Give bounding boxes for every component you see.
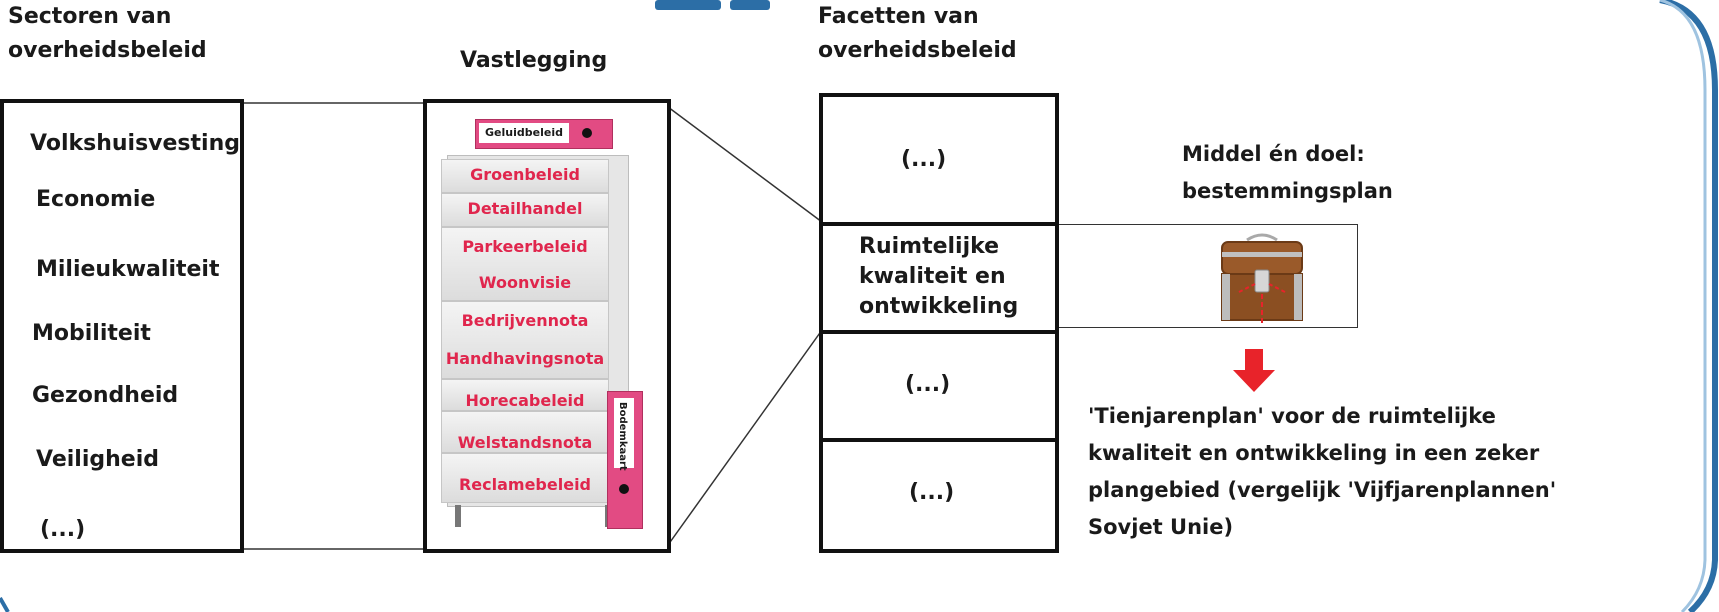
treasure-chest-icon — [1221, 233, 1303, 326]
description-line: 'Tienjarenplan' voor de ruimtelijke — [1088, 404, 1496, 428]
facetten-heading: Facetten van overheidsbeleid — [818, 0, 1017, 68]
facetten-heading-line1: Facetten van — [818, 4, 979, 29]
tienjarenplan-description: 'Tienjarenplan' voor de ruimtelijke kwal… — [1088, 398, 1556, 546]
middel-text: Middel én doel: bestemmingsplan — [1182, 136, 1393, 210]
description-line: plangebied (vergelijk 'Vijfjarenplannen' — [1088, 478, 1557, 502]
facet-line: Ruimtelijke — [859, 234, 1000, 259]
cabinet-label: Groenbeleid — [470, 165, 580, 184]
sectors-box: Volkshuisvesting Economie Milieukwalitei… — [0, 99, 244, 553]
cabinet-label: Parkeerbeleid — [462, 237, 588, 256]
cabinet-label: Detailhandel — [467, 199, 583, 218]
binder-top-label: Geluidbeleid — [479, 123, 569, 143]
facet-text: (...) — [901, 147, 947, 172]
vastlegging-heading: Vastlegging — [460, 48, 608, 73]
sectoren-heading-line2: overheidsbeleid — [8, 38, 207, 63]
description-line: kwaliteit en ontwikkeling in een zeker — [1088, 441, 1540, 465]
sector-item: Veiligheid — [36, 447, 159, 472]
facet-cell-4: (...) — [819, 438, 1059, 553]
cabinet-label: Welstandsnota — [457, 433, 593, 452]
cabinet-leg — [455, 505, 461, 527]
sector-item: Milieukwaliteit — [36, 257, 220, 282]
drawer — [441, 301, 609, 379]
facet-text: (...) — [905, 372, 951, 397]
facet-text: (...) — [909, 480, 955, 505]
middel-line: Middel én doel: — [1182, 142, 1365, 166]
facetten-heading-line2: overheidsbeleid — [818, 38, 1017, 63]
cabinet-label: Reclamebeleid — [458, 475, 592, 494]
description-line: Sovjet Unie) — [1088, 515, 1234, 539]
cabinet-label: Woonvisie — [478, 273, 572, 292]
drawer — [441, 379, 609, 411]
drawer — [441, 453, 609, 503]
sector-item: Volkshuisvesting — [30, 131, 240, 156]
binder-side-label-bg — [614, 398, 634, 468]
sector-item: Economie — [36, 187, 156, 212]
middel-line: bestemmingsplan — [1182, 179, 1393, 203]
facet-cell-3: (...) — [819, 330, 1059, 442]
drawer — [441, 159, 609, 193]
facet-line: kwaliteit en — [859, 264, 1006, 289]
facet-text-ruimtelijk: Ruimtelijke kwaliteit en ontwikkeling — [859, 232, 1018, 322]
binder-side-label: Bodemkaart — [617, 402, 628, 471]
binder-ring-icon — [619, 484, 629, 494]
binder-side: Bodemkaart — [607, 391, 643, 529]
vastlegging-box: Geluidbeleid Groenbeleid Detailhandel Pa… — [423, 99, 671, 553]
cabinet-label: Handhavingsnota — [445, 349, 605, 368]
sector-item: (...) — [40, 517, 86, 542]
drawer — [441, 193, 609, 227]
facet-line: ontwikkeling — [859, 294, 1019, 319]
cabinet-label: Horecabeleid — [465, 391, 585, 410]
sector-item: Mobiliteit — [32, 321, 151, 346]
drawer — [441, 227, 609, 301]
sector-item: Gezondheid — [32, 383, 179, 408]
binder-top: Geluidbeleid — [475, 119, 613, 149]
binder-ring-icon — [582, 128, 592, 138]
sectoren-heading: Sectoren van overheidsbeleid — [8, 0, 207, 68]
cabinet-label: Bedrijvennota — [461, 311, 589, 330]
drawer — [441, 411, 609, 453]
facet-cell-1: (...) — [819, 93, 1059, 226]
facet-connector — [1059, 224, 1358, 328]
facet-cell-2: Ruimtelijke kwaliteit en ontwikkeling — [819, 222, 1059, 334]
sectoren-heading-line1: Sectoren van — [8, 4, 172, 29]
